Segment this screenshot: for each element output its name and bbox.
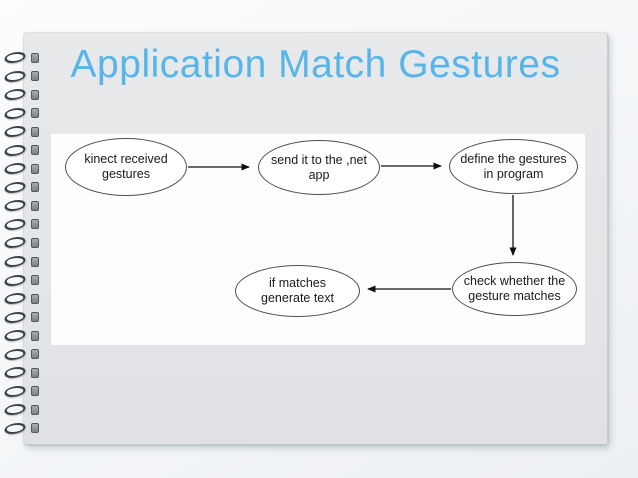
binding-hole-icon	[31, 71, 39, 82]
flow-node-label: if matches	[269, 276, 326, 291]
spiral-ring-icon	[1, 330, 47, 342]
coil-wire-icon	[1, 200, 29, 212]
binding-hole-icon	[31, 404, 39, 415]
flow-node-label: kinect received	[84, 152, 168, 167]
spiral-binding	[1, 52, 47, 434]
spiral-ring-icon	[1, 237, 47, 249]
binding-hole-icon	[31, 312, 39, 323]
binding-hole-icon	[31, 386, 39, 397]
coil-wire-icon	[1, 126, 29, 138]
flow-node-label: generate text	[261, 291, 334, 305]
binding-hole-icon	[31, 52, 39, 63]
flow-node-label: app	[308, 167, 330, 182]
flow-node-label: check whether the	[463, 274, 566, 289]
spiral-ring-icon	[1, 89, 47, 101]
spiral-ring-icon	[1, 181, 47, 193]
binding-hole-icon	[31, 275, 39, 286]
coil-wire-icon	[1, 237, 29, 249]
flow-node-define-gestures: define the gestures in program	[449, 139, 578, 194]
flowchart-panel: kinect received gestures send it to the …	[51, 134, 585, 345]
coil-wire-icon	[1, 144, 29, 156]
binding-hole-icon	[31, 349, 39, 360]
flow-node-label: define the gestures	[460, 151, 567, 166]
flow-node-label: gestures	[102, 167, 150, 181]
coil-wire-icon	[1, 89, 29, 101]
coil-wire-icon	[1, 293, 29, 305]
binding-hole-icon	[31, 256, 39, 267]
binding-hole-icon	[31, 330, 39, 341]
flow-node-send-to-net-app: send it to the ,net app	[258, 140, 380, 195]
binding-hole-icon	[31, 367, 39, 378]
spiral-ring-icon	[1, 404, 47, 416]
spiral-ring-icon	[1, 107, 47, 119]
binding-hole-icon	[31, 108, 39, 119]
coil-wire-icon	[1, 181, 29, 193]
binding-hole-icon	[31, 200, 39, 211]
spiral-ring-icon	[1, 385, 47, 397]
flow-node-label: gesture matches	[468, 289, 561, 303]
flowchart-edges	[188, 162, 517, 293]
binding-hole-icon	[31, 423, 39, 434]
slide-title: Application Match Gestures	[70, 43, 561, 86]
spiral-ring-icon	[1, 256, 47, 268]
spiral-ring-icon	[1, 52, 47, 63]
coil-wire-icon	[1, 330, 29, 342]
spiral-ring-icon	[1, 144, 47, 156]
coil-wire-icon	[1, 107, 29, 119]
spiral-ring-icon	[1, 422, 47, 434]
spiral-ring-icon	[1, 200, 47, 212]
binding-hole-icon	[31, 219, 39, 230]
binding-hole-icon	[31, 237, 39, 248]
binding-hole-icon	[31, 163, 39, 174]
coil-wire-icon	[1, 367, 29, 379]
spiral-ring-icon	[1, 348, 47, 360]
coil-wire-icon	[1, 422, 29, 434]
flow-node-label: in program	[483, 166, 544, 181]
coil-wire-icon	[1, 218, 29, 230]
flow-node-kinect-received-gestures: kinect received gestures	[65, 138, 187, 196]
coil-wire-icon	[1, 70, 29, 82]
spiral-ring-icon	[1, 70, 47, 82]
binding-hole-icon	[31, 89, 39, 100]
coil-wire-icon	[1, 311, 29, 323]
flow-node-if-matches-generate-text: if matches generate text	[235, 265, 360, 317]
flow-node-check-gesture-matches: check whether the gesture matches	[452, 262, 577, 316]
spiral-ring-icon	[1, 311, 47, 323]
coil-wire-icon	[1, 52, 29, 63]
coil-wire-icon	[1, 385, 29, 397]
spiral-ring-icon	[1, 274, 47, 286]
binding-hole-icon	[31, 126, 39, 137]
spiral-ring-icon	[1, 218, 47, 230]
binding-hole-icon	[31, 182, 39, 193]
coil-wire-icon	[1, 348, 29, 360]
spiral-ring-icon	[1, 163, 47, 175]
spiral-ring-icon	[1, 126, 47, 138]
binding-hole-icon	[31, 293, 39, 304]
spiral-ring-icon	[1, 293, 47, 305]
coil-wire-icon	[1, 163, 29, 175]
coil-wire-icon	[1, 256, 29, 268]
coil-wire-icon	[1, 404, 29, 416]
flow-node-label: send it to the ,net	[271, 152, 367, 167]
binding-hole-icon	[31, 145, 39, 156]
spiral-ring-icon	[1, 367, 47, 379]
coil-wire-icon	[1, 274, 29, 286]
